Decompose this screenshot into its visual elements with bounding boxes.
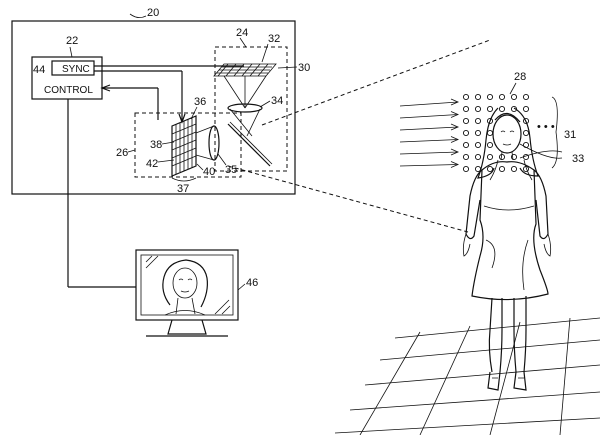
label-sensor-c: 40	[203, 166, 215, 178]
grid-dot	[498, 105, 506, 113]
grid-dot	[474, 141, 482, 149]
camera-lens	[208, 125, 220, 161]
sensor-array	[171, 115, 197, 177]
grid-dot	[510, 165, 518, 173]
grid-dot	[474, 129, 482, 137]
floor-grid	[334, 317, 600, 435]
grid-dot	[474, 153, 482, 161]
label-lens-cam: 35	[225, 164, 237, 176]
grid-dot	[462, 105, 470, 113]
grid-dot	[486, 93, 494, 101]
grid-dot	[486, 129, 494, 137]
face-on-display-icon	[162, 259, 208, 316]
grid-dot	[522, 141, 530, 149]
grid-dot	[462, 93, 470, 101]
projector-box: 24 32 30 34	[213, 27, 310, 172]
grid-dot	[510, 93, 518, 101]
grid-dot	[462, 141, 470, 149]
dot-grid	[462, 93, 530, 173]
grid-dot	[498, 93, 506, 101]
grid-dot	[462, 165, 470, 173]
beam-splitter	[227, 123, 271, 167]
label-control-unit: 22	[66, 35, 78, 47]
grid-dot	[522, 129, 530, 137]
beam-arrow	[399, 111, 460, 119]
label-camera: 26	[116, 147, 128, 159]
grid-dot	[462, 129, 470, 137]
projection-lines	[227, 39, 491, 233]
sync-text: SYNC	[62, 64, 90, 75]
dot-ellipsis: • • •	[537, 121, 555, 133]
label-grating-ref: 30	[298, 62, 310, 74]
label-system: 20	[147, 7, 159, 19]
grid-dot	[522, 105, 530, 113]
label-sensor-b: 42	[146, 158, 158, 170]
grid-dot	[474, 93, 482, 101]
signal-lines	[94, 65, 244, 124]
projector-lens	[227, 103, 263, 113]
control-box: SYNC CONTROL 22 44	[31, 35, 103, 100]
grid-dot	[474, 105, 482, 113]
label-sensor-group: 37	[177, 183, 189, 195]
control-text: CONTROL	[44, 85, 93, 96]
beam-arrows	[399, 98, 460, 168]
monitor: 46	[67, 99, 258, 337]
beam-arrow	[399, 136, 460, 143]
grid-dot	[462, 153, 470, 161]
label-rows: 33	[572, 153, 584, 165]
label-beams: 31	[564, 129, 576, 141]
beam-arrow	[399, 123, 460, 131]
label-projector: 24	[236, 27, 248, 39]
grid-dot	[522, 93, 530, 101]
label-sync-ref: 44	[33, 64, 45, 76]
label-dot-grid: 28	[514, 71, 526, 83]
grid-dot	[498, 165, 506, 173]
label-sensor: 36	[194, 96, 206, 108]
label-grating: 32	[268, 33, 280, 45]
standing-woman-figure	[462, 107, 552, 391]
label-lens-top: 34	[271, 95, 283, 107]
system-box: 20	[11, 7, 296, 195]
camera-box: 26 36 38 42 40 35 37	[116, 96, 242, 195]
grid-dot	[462, 117, 470, 125]
grid-dot	[486, 153, 494, 161]
label-monitor: 46	[246, 277, 258, 289]
beam-arrow	[399, 161, 460, 168]
grid-dot	[474, 117, 482, 125]
grid-dot	[486, 105, 494, 113]
beam-arrow	[399, 98, 460, 107]
grid-dot	[486, 141, 494, 149]
beam-arrow	[399, 148, 460, 156]
grid-dot	[486, 165, 494, 173]
sync-box	[51, 60, 95, 76]
label-sensor-a: 38	[150, 139, 162, 151]
